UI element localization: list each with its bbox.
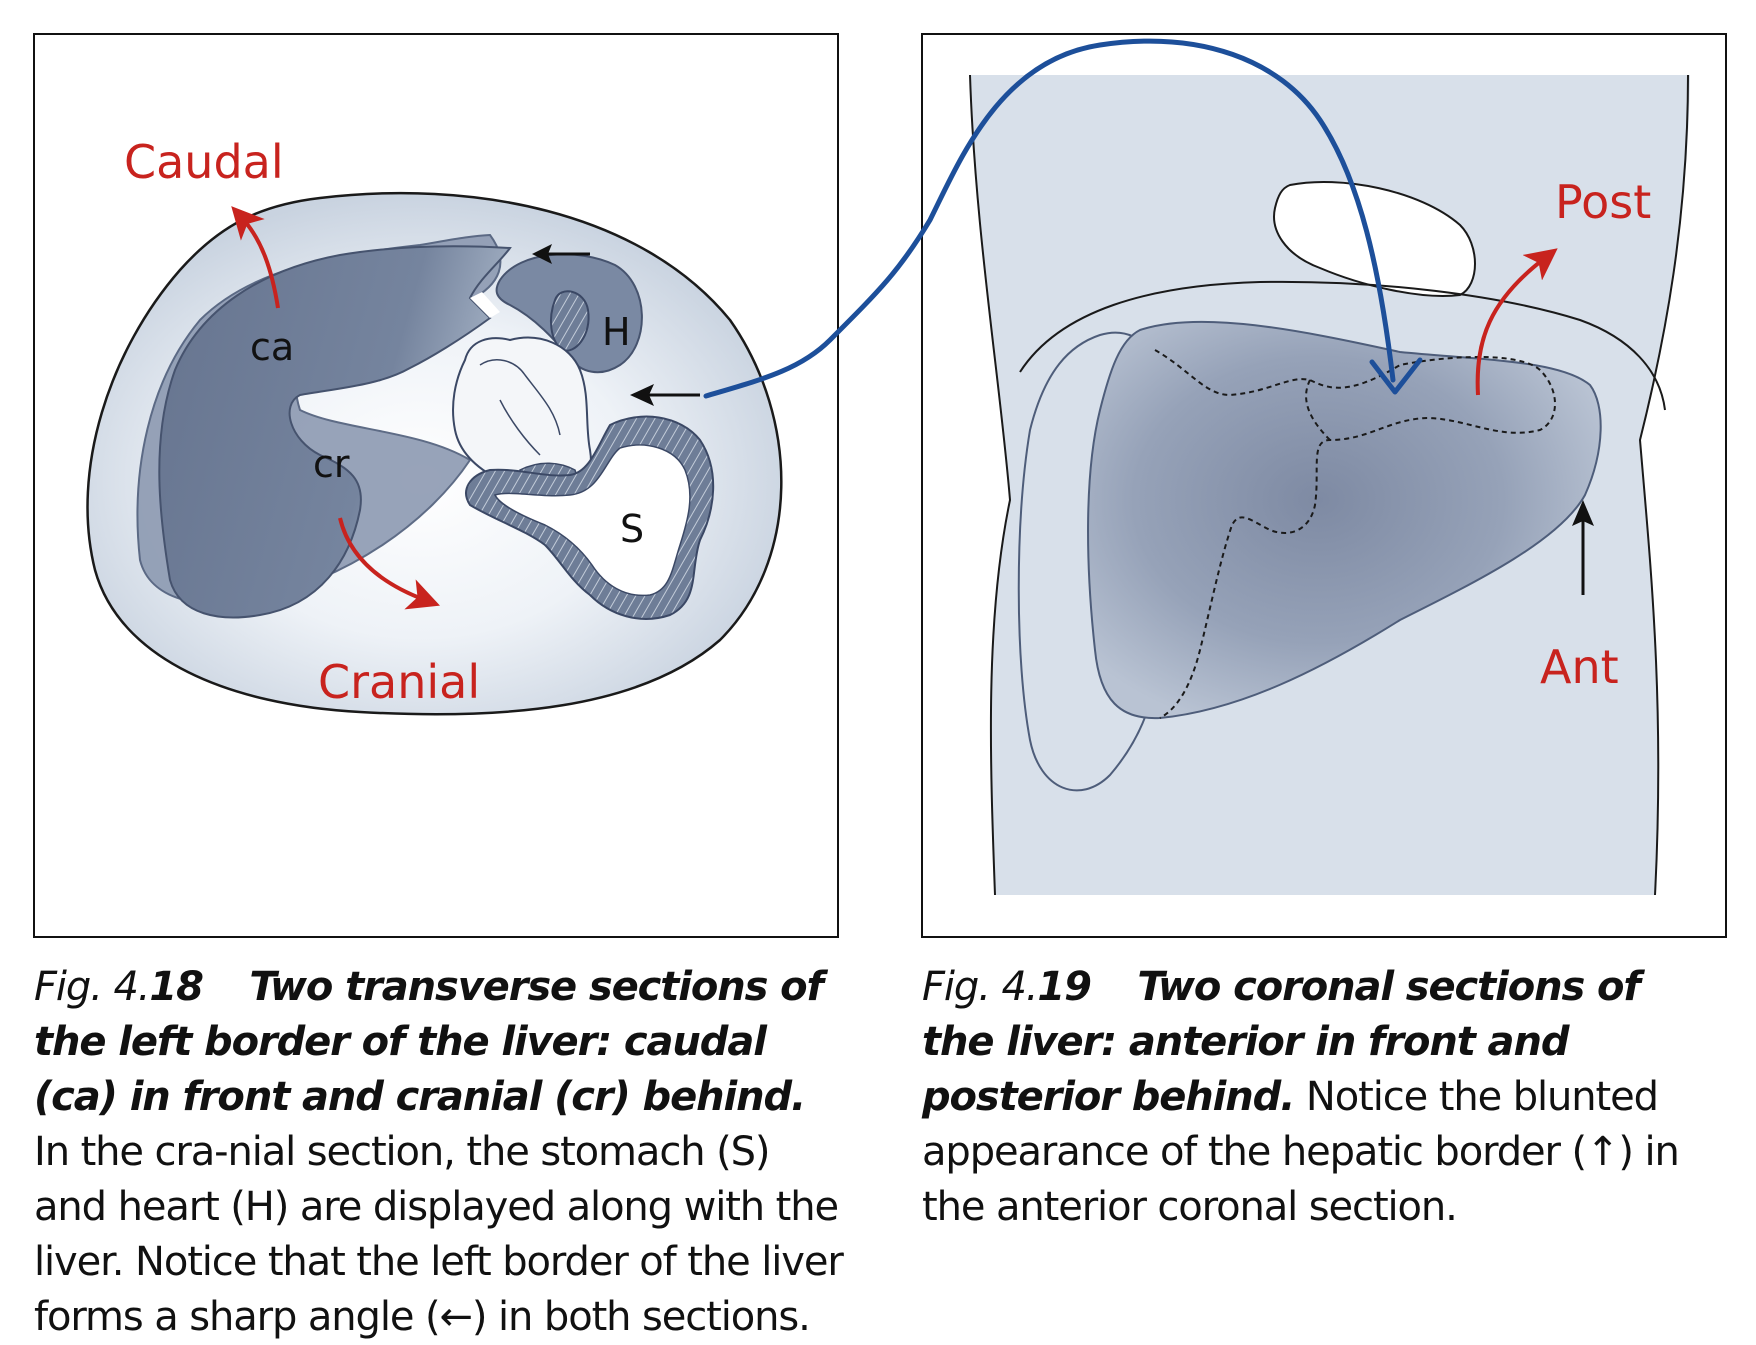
cr-label: cr xyxy=(313,442,350,486)
caudal-label: Caudal xyxy=(124,135,284,189)
caption-right-body: Notice the blunted appearance of the hep… xyxy=(922,1074,1680,1230)
stomach-label: S xyxy=(620,507,644,551)
caption-left-fig-number: 18 xyxy=(149,964,204,1010)
section-connector xyxy=(703,38,1423,399)
caption-left-heading: Two transverse sections of the left bord… xyxy=(34,964,824,1120)
caption-right-fig-prefix: Fig. 4. xyxy=(922,964,1039,1010)
diaphragm-line xyxy=(1019,280,1666,411)
caption-left-body: In the cra-nial section, the stomach (S)… xyxy=(34,1129,844,1340)
liver-cranial-section xyxy=(158,245,512,619)
lung-cavity xyxy=(1273,180,1476,297)
figure-drawing: Caudal Cranial ca cr H S Post Ant xyxy=(33,33,1727,938)
post-direction-arrow xyxy=(1475,248,1558,396)
ant-label: Ant xyxy=(1540,640,1619,694)
liver-anterior-section xyxy=(1087,320,1602,720)
liver-notch xyxy=(470,292,500,318)
left-arrow-middle xyxy=(630,384,700,406)
post-label: Post xyxy=(1555,175,1651,229)
cranial-label: Cranial xyxy=(318,655,480,709)
heart-label: H xyxy=(602,310,631,354)
caption-left-fig-prefix: Fig. 4. xyxy=(34,964,151,1010)
connector-line xyxy=(703,38,1396,399)
right-panel: Post Ant xyxy=(921,33,1727,938)
torso-right-edge xyxy=(1638,74,1689,896)
cranial-direction-arrow xyxy=(338,517,440,610)
caption-right-fig-number: 19 xyxy=(1037,964,1092,1010)
ca-label: ca xyxy=(250,325,294,369)
caption-right-heading: Two coronal sections of the liver: anter… xyxy=(922,964,1641,1120)
torso-left-edge xyxy=(969,74,1012,896)
heart-ventricle xyxy=(549,290,590,352)
caption-fig-4-19: Fig. 4.19 Two coronal sections of the li… xyxy=(922,960,1712,1235)
left-arrow-upper xyxy=(532,244,590,264)
heart-inner-line xyxy=(479,359,561,456)
left-panel: Caudal Cranial ca cr H S xyxy=(33,33,839,938)
connector-arrowhead xyxy=(1369,357,1423,395)
right-arrow-up xyxy=(1572,500,1594,595)
caption-fig-4-18: Fig. 4.18 Two transverse sections of the… xyxy=(34,960,844,1345)
liver-dotted-segment-lines xyxy=(1154,349,1556,719)
caudal-direction-arrow xyxy=(231,206,280,309)
stomach-lumen xyxy=(493,444,691,597)
